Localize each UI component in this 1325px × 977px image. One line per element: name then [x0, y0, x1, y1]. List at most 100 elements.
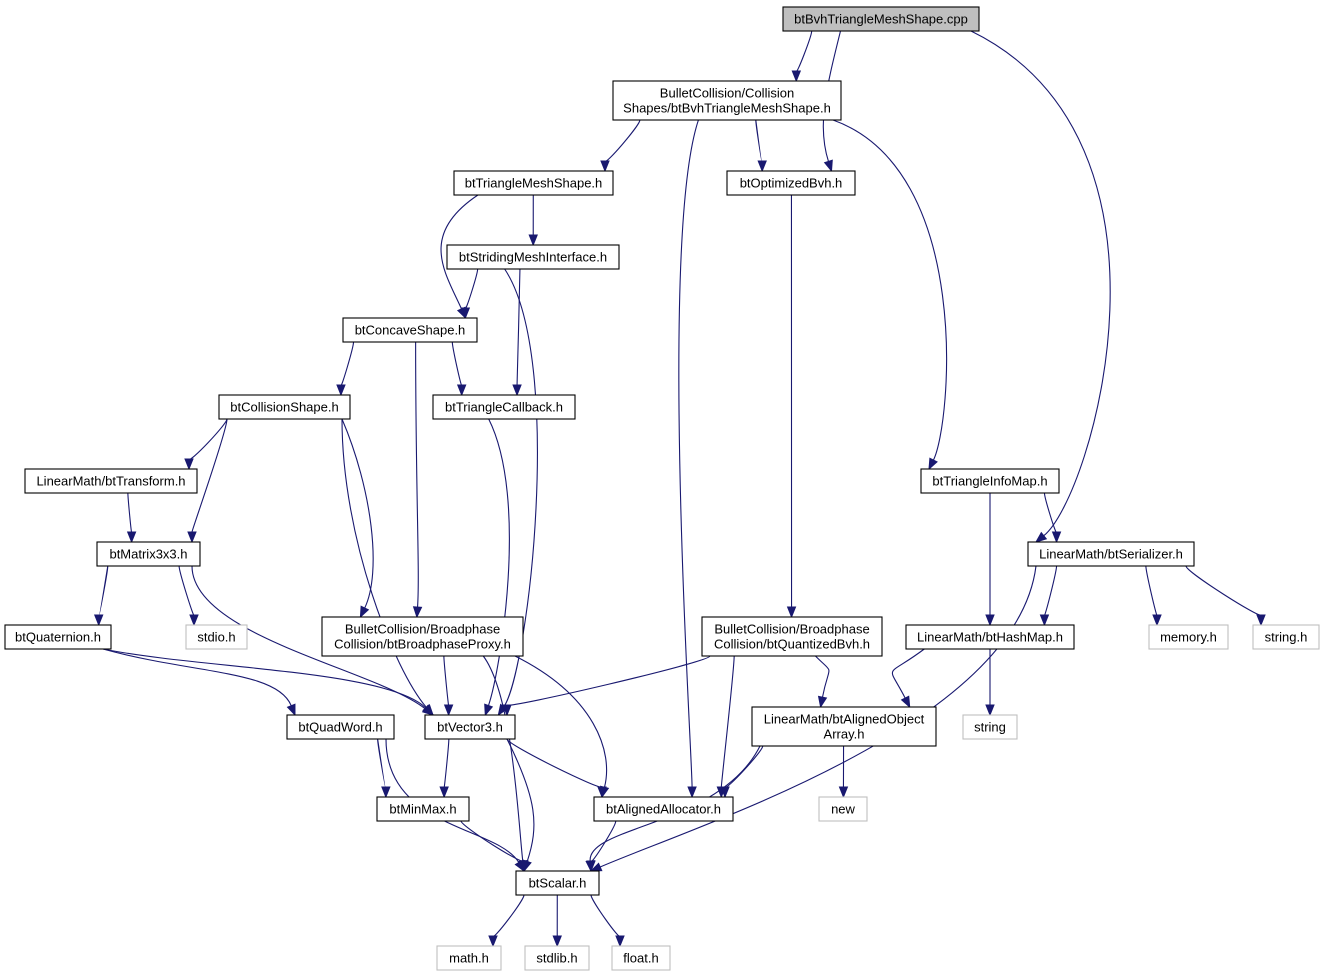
node-label: Collision/btBroadphaseProxy.h: [334, 636, 511, 651]
node-label: btOptimizedBvh.h: [740, 175, 843, 190]
dependency-edges: [93, 30, 1266, 948]
edge-serializer-to-memory: [1145, 565, 1158, 616]
node-matrix[interactable]: btMatrix3x3.h: [96, 541, 201, 567]
node-box: [751, 706, 937, 747]
node-striding[interactable]: btStridingMeshInterface.h: [446, 244, 620, 270]
node-float: float.h: [611, 945, 671, 971]
node-label: float.h: [623, 950, 658, 965]
edge-serializer-to-stringh: [1185, 565, 1262, 616]
node-transform[interactable]: LinearMath/btTransform.h: [24, 468, 198, 494]
node-collshape[interactable]: btCollisionShape.h: [218, 394, 351, 420]
arrowhead-root-to-optbvh: [823, 159, 833, 173]
edge-concave-to-bproxy: [415, 341, 419, 608]
node-label: LinearMath/btSerializer.h: [1039, 546, 1183, 561]
node-hashmap[interactable]: LinearMath/btHashMap.h: [905, 624, 1075, 650]
edge-striding-to-concave: [464, 268, 479, 309]
node-bproxy[interactable]: BulletCollision/BroadphaseCollision/btBr…: [321, 616, 524, 657]
edge-striding-to-vector3: [503, 268, 538, 708]
node-label: btMatrix3x3.h: [109, 546, 187, 561]
node-stringh: string.h: [1252, 624, 1320, 650]
node-serializer[interactable]: LinearMath/btSerializer.h: [1027, 541, 1195, 567]
node-optbvh[interactable]: btOptimizedBvh.h: [726, 170, 856, 196]
node-box: [96, 541, 201, 567]
node-box: [446, 244, 620, 270]
node-box: [612, 80, 842, 121]
node-alloc[interactable]: btAlignedAllocator.h: [593, 796, 734, 822]
arrowhead-trimesh-to-striding: [528, 234, 538, 247]
arrowhead-root-to-serializer: [1034, 531, 1048, 543]
edge-vector3-to-alloc: [506, 738, 603, 788]
node-box: [286, 714, 395, 740]
node-box: [342, 317, 478, 343]
node-scalar[interactable]: btScalar.h: [515, 870, 600, 896]
edge-bvhshape-to-trimesh: [604, 119, 641, 162]
node-concave[interactable]: btConcaveShape.h: [342, 317, 478, 343]
node-box: [726, 170, 856, 196]
edge-triinfo-to-serializer: [1043, 492, 1058, 533]
arrowhead-quadword-to-minmax: [381, 786, 391, 799]
edge-bproxy-to-vector3: [443, 655, 450, 706]
node-label: BulletCollision/Broadphase: [714, 621, 869, 636]
edge-collshape-to-matrix: [191, 418, 228, 533]
edge-bvhshape-to-triinfo: [832, 119, 948, 461]
edge-vector3-to-minmax: [443, 738, 450, 788]
edge-quat-to-vector3: [102, 648, 427, 709]
edge-quat-to-quadword: [102, 648, 292, 706]
edge-bvhshape-to-alloc: [678, 119, 699, 788]
node-vector3[interactable]: btVector3.h: [424, 714, 516, 740]
arrowhead-concave-to-tricb: [456, 384, 467, 397]
node-label: LinearMath/btTransform.h: [36, 473, 185, 488]
node-bvhshape[interactable]: BulletCollision/CollisionShapes/btBvhTri…: [612, 80, 842, 121]
arrowhead-striding-to-concave: [460, 307, 471, 320]
node-quat[interactable]: btQuaternion.h: [4, 624, 112, 650]
node-box: [185, 624, 248, 650]
arrowhead-minmax-to-scalar: [519, 860, 529, 873]
node-label: btBvhTriangleMeshShape.cpp: [794, 11, 968, 26]
arrowhead-serializer-to-memory: [1152, 614, 1162, 627]
node-box: [436, 945, 502, 971]
node-qbvh[interactable]: BulletCollision/BroadphaseCollision/btQu…: [701, 616, 883, 657]
arrowhead-quat-to-vector3: [422, 704, 434, 716]
arrowhead-bvhshape-to-optbvh: [757, 160, 767, 173]
arrowhead-aoa-to-new: [838, 786, 849, 799]
node-label: btTriangleMeshShape.h: [465, 175, 603, 190]
arrowhead-tricb-to-vector3: [484, 703, 494, 717]
arrowhead-serializer-to-stringh: [1256, 614, 1266, 627]
arrowhead-qbvh-to-aoa: [817, 695, 828, 709]
arrowhead-matrix-to-stdio: [189, 614, 199, 627]
node-label: string: [974, 719, 1006, 734]
arrowhead-triinfo-to-serializer: [1051, 531, 1062, 544]
node-box: [611, 945, 671, 971]
node-label: btMinMax.h: [389, 801, 456, 816]
arrowhead-matrix-to-quat: [93, 614, 104, 627]
node-box: [920, 468, 1060, 494]
arrowhead-bvhshape-to-triinfo: [928, 457, 938, 471]
edge-collshape-to-vector3: [341, 418, 427, 708]
edge-bvhshape-to-optbvh: [755, 119, 763, 162]
node-label: btVector3.h: [437, 719, 503, 734]
node-box: [524, 945, 590, 971]
arrowhead-qbvh-to-vector3: [502, 704, 512, 717]
node-box: [1148, 624, 1229, 650]
arrowhead-vector3-to-alloc: [597, 786, 607, 799]
node-label: btTriangleCallback.h: [445, 399, 563, 414]
node-triinfo[interactable]: btTriangleInfoMap.h: [920, 468, 1060, 494]
node-trimesh[interactable]: btTriangleMeshShape.h: [453, 170, 614, 196]
node-label: btAlignedAllocator.h: [606, 801, 721, 816]
node-label: Collision/btQuantizedBvh.h: [714, 636, 870, 651]
edge-scalar-to-math: [492, 894, 525, 937]
node-label: LinearMath/btAlignedObject: [764, 711, 925, 726]
node-math: math.h: [436, 945, 502, 971]
edge-quadword-to-minmax: [377, 738, 387, 788]
node-quadword[interactable]: btQuadWord.h: [286, 714, 395, 740]
node-stdio: stdio.h: [185, 624, 248, 650]
node-root[interactable]: btBvhTriangleMeshShape.cpp: [782, 6, 980, 32]
arrowhead-root-to-bvhshape: [791, 70, 802, 83]
arrowhead-transform-to-matrix: [126, 531, 137, 544]
node-minmax[interactable]: btMinMax.h: [376, 796, 470, 822]
node-box: [1252, 624, 1320, 650]
node-tricb[interactable]: btTriangleCallback.h: [432, 394, 576, 420]
node-label: btQuadWord.h: [298, 719, 382, 734]
